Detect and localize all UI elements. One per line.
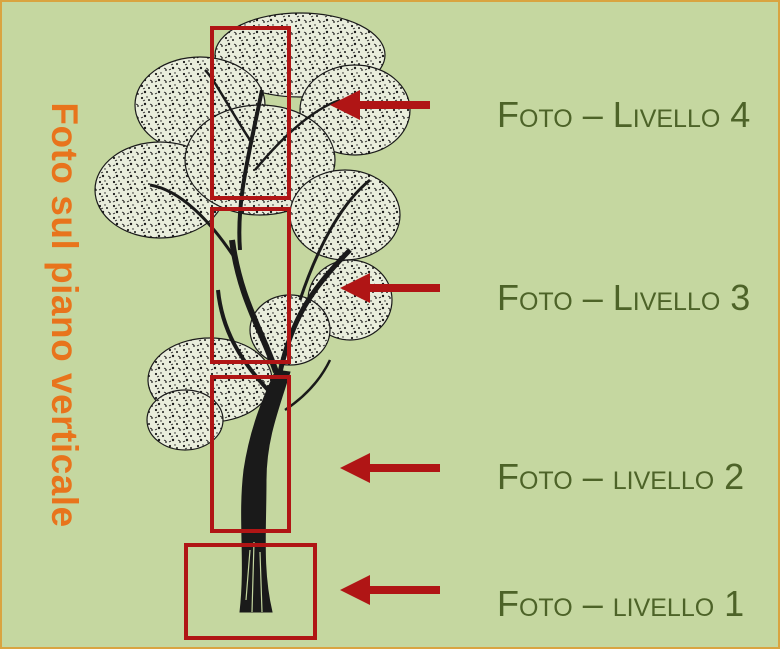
- level-4-label: Foto – Livello 4: [497, 94, 750, 136]
- level-3-label: Foto – Livello 3: [497, 277, 750, 319]
- level-1-arrow: [340, 575, 440, 605]
- level-2-label: Foto – livello 2: [497, 456, 744, 498]
- level-2-arrow: [340, 453, 440, 483]
- level-1-label: Foto – livello 1: [497, 583, 744, 625]
- tree-canopy: [95, 13, 410, 450]
